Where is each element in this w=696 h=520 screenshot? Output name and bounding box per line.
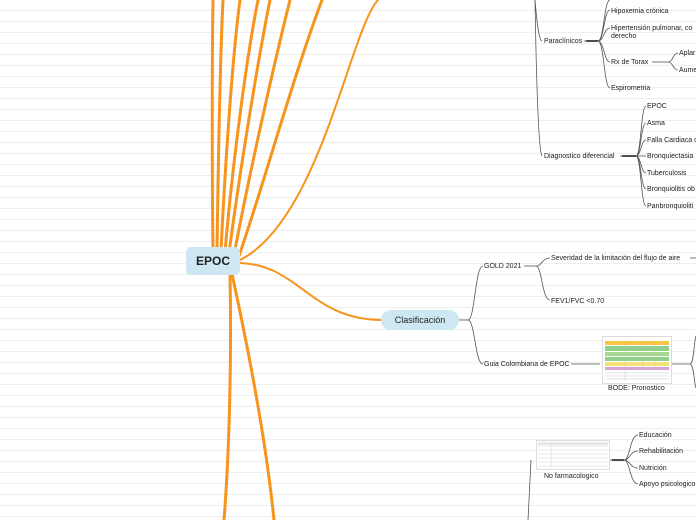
node-rehabilitacion[interactable]: Rehabilitación bbox=[639, 448, 683, 455]
node-rx-torax[interactable]: Rx de Torax bbox=[611, 59, 649, 66]
node-dx-bronquiolitis[interactable]: Bronquiolitis ob bbox=[647, 186, 695, 193]
node-bode[interactable]: BODE: Pronostico bbox=[608, 385, 665, 392]
branch-7 bbox=[237, 0, 324, 258]
bode-table-image[interactable] bbox=[602, 336, 672, 384]
bode-table-graphic bbox=[605, 341, 669, 381]
node-hipertension-cont: derecho bbox=[611, 33, 637, 40]
node-espirometria[interactable]: Espirometria bbox=[611, 85, 651, 92]
branch-6 bbox=[232, 0, 292, 257]
node-fev1-fvc[interactable]: FEV1/FVC <0.70 bbox=[551, 298, 605, 305]
branch-3 bbox=[219, 0, 242, 252]
no-farmacologico-table-graphic bbox=[538, 442, 608, 468]
branch-2 bbox=[215, 0, 225, 252]
node-apoyo-psicologico[interactable]: Apoyo psicologico bbox=[639, 481, 696, 488]
no-farmacologico-table-image[interactable] bbox=[536, 440, 610, 470]
branch-down-1 bbox=[222, 271, 233, 520]
branch-8 bbox=[239, 0, 379, 261]
node-hipertension[interactable]: Hipertensión pulmonar, co bbox=[611, 25, 693, 32]
node-dx-asma[interactable]: Asma bbox=[647, 120, 665, 127]
node-dx-falla-cardiaca[interactable]: Falla Cardiaca c bbox=[647, 137, 696, 144]
node-educacion[interactable]: Educación bbox=[639, 432, 672, 439]
branch-clasificacion bbox=[239, 262, 384, 321]
node-dx-epoc[interactable]: EPOC bbox=[647, 103, 667, 110]
branch-down-2 bbox=[230, 272, 276, 520]
node-gold-2021[interactable]: GOLD 2021 bbox=[484, 263, 522, 270]
node-rx-aplanamiento[interactable]: Aplar bbox=[679, 50, 696, 57]
root-node-epoc[interactable]: EPOC bbox=[186, 247, 240, 275]
root-label: EPOC bbox=[195, 254, 230, 268]
node-diagnostico-diferencial[interactable]: Diagnostico diferencial bbox=[544, 153, 615, 160]
node-severidad[interactable]: Severidad de la limitación del flujo de … bbox=[551, 255, 681, 262]
node-nutricion[interactable]: Nutrición bbox=[639, 465, 667, 472]
node-rx-aumento[interactable]: Aume bbox=[679, 67, 696, 74]
node-dx-panbronquiolitis[interactable]: Panbronquioliti bbox=[647, 203, 694, 210]
node-clasificacion[interactable]: Clasificación bbox=[381, 310, 459, 330]
node-guia-colombiana[interactable]: Guia Colombiana de EPOC bbox=[484, 361, 570, 368]
branch-5 bbox=[227, 0, 272, 255]
node-hipoxemia[interactable]: Hipoxemia crónica bbox=[611, 8, 669, 15]
node-dx-bronquiectasia[interactable]: Bronquiectasia bbox=[647, 153, 694, 160]
node-paraclinicos[interactable]: Paraclínicos bbox=[544, 38, 583, 45]
clasificacion-label: Clasificación bbox=[394, 315, 446, 325]
node-no-farmacologico[interactable]: No farmacologico bbox=[544, 473, 599, 480]
branch-1 bbox=[210, 0, 215, 252]
node-dx-tuberculosis[interactable]: Tuberculosis bbox=[647, 170, 687, 177]
branch-4 bbox=[223, 0, 260, 254]
